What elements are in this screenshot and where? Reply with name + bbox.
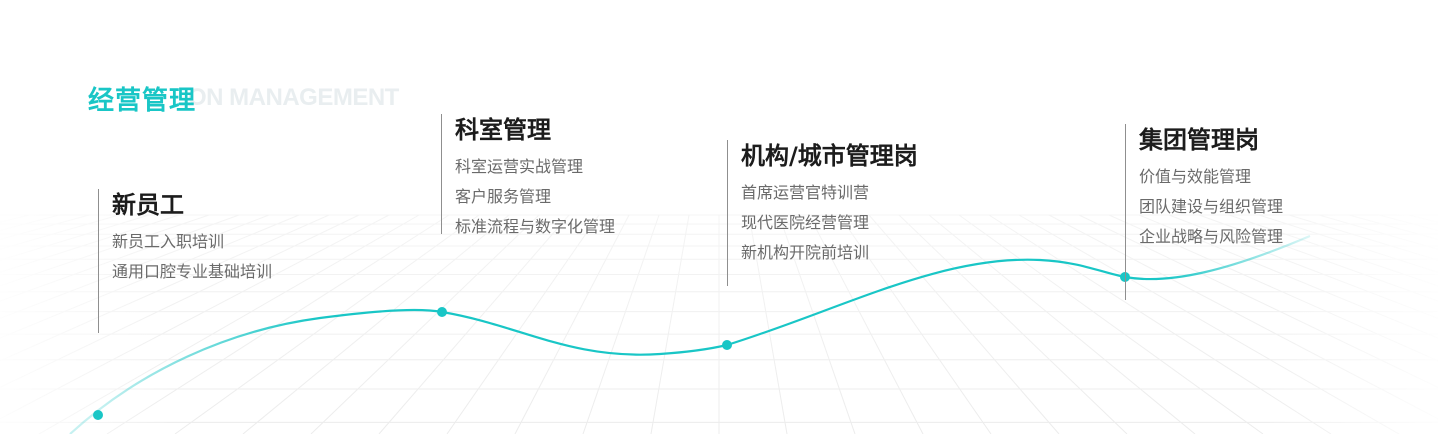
stage-card-new-employee: 新员工 新员工入职培训 通用口腔专业基础培训 xyxy=(98,189,273,333)
stage-item: 新员工入职培训 xyxy=(112,232,225,251)
stage-divider xyxy=(441,114,442,234)
stage-card-department: 科室管理 科室运营实战管理 客户服务管理 标准流程与数字化管理 xyxy=(441,114,615,242)
stage-item: 科室运营实战管理 xyxy=(455,157,584,176)
stage-dot-3 xyxy=(722,340,732,350)
stage-item: 团队建设与组织管理 xyxy=(1139,197,1284,216)
stage-item: 现代医院经营管理 xyxy=(741,213,870,232)
section-title: 经营管理 xyxy=(88,86,197,116)
stage-item: 通用口腔专业基础培训 xyxy=(112,262,273,281)
stage-item: 新机构开院前培训 xyxy=(741,243,870,262)
stage-item: 企业战略与风险管理 xyxy=(1139,227,1284,246)
stage-item: 价值与效能管理 xyxy=(1139,167,1252,186)
stage-title: 机构/城市管理岗 xyxy=(741,142,918,170)
stage-divider xyxy=(1125,124,1126,300)
stage-card-institution: 机构/城市管理岗 首席运营官特训营 现代医院经营管理 新机构开院前培训 xyxy=(727,140,918,286)
stage-title: 新员工 xyxy=(112,191,184,219)
stage-title: 科室管理 xyxy=(455,116,551,144)
stage-divider xyxy=(727,140,728,286)
stage-dot-2 xyxy=(437,307,447,317)
section-subtitle: ON MANAGEMENT xyxy=(188,84,399,111)
growth-curve xyxy=(69,234,1311,434)
stage-item: 标准流程与数字化管理 xyxy=(455,217,616,236)
stage-item: 客户服务管理 xyxy=(455,187,552,206)
stage-title: 集团管理岗 xyxy=(1139,126,1259,154)
stage-item: 首席运营官特训营 xyxy=(741,183,870,202)
stage-dot-1 xyxy=(93,410,103,420)
stage-divider xyxy=(98,189,99,333)
stage-card-group: 集团管理岗 价值与效能管理 团队建设与组织管理 企业战略与风险管理 xyxy=(1125,124,1284,300)
